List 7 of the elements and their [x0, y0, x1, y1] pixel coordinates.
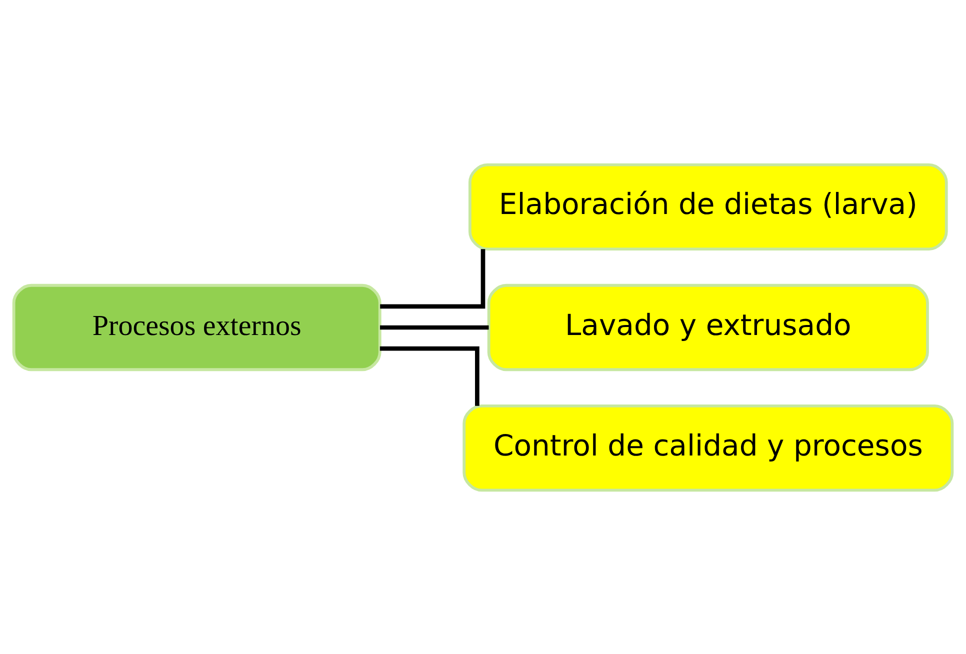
node-box: Control de calidad y procesos: [462, 404, 954, 492]
connector: [380, 346, 480, 406]
node-box: Lavado y extrusado: [487, 283, 929, 371]
connector: [380, 324, 489, 330]
connector: [380, 248, 486, 308]
node-box: Elaboración de dietas (larva): [468, 162, 948, 250]
node-box: Procesos externos: [12, 283, 382, 371]
